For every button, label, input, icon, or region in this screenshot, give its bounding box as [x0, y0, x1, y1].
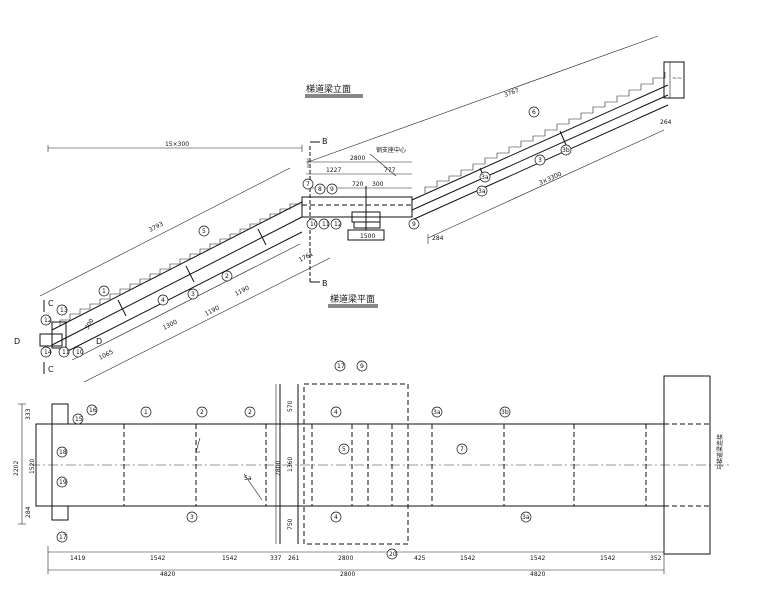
svg-text:425: 425: [414, 555, 426, 562]
svg-text:与梯道梁连接: 与梯道梁连接: [716, 434, 724, 470]
svg-text:C: C: [48, 299, 54, 308]
svg-text:720: 720: [352, 181, 364, 188]
svg-text:4: 4: [334, 409, 338, 416]
svg-text:15: 15: [75, 416, 83, 423]
svg-text:4820: 4820: [160, 571, 175, 578]
svg-text:1065: 1065: [98, 349, 115, 362]
svg-text:1: 1: [102, 288, 106, 295]
svg-text:9: 9: [360, 363, 364, 370]
svg-text:352: 352: [650, 555, 662, 562]
svg-text:3b: 3b: [501, 409, 509, 416]
svg-text:1227: 1227: [326, 167, 341, 174]
svg-text:13: 13: [60, 307, 68, 314]
svg-text:5: 5: [202, 228, 206, 235]
elevation-title: 梯道梁立面: [306, 83, 351, 95]
svg-text:1360: 1360: [287, 457, 294, 472]
elevation-view: 梯道梁立面 ~~: [14, 35, 685, 383]
svg-text:1542: 1542: [150, 555, 165, 562]
svg-text:750: 750: [287, 518, 294, 530]
svg-text:2: 2: [225, 273, 229, 280]
svg-text:11: 11: [62, 349, 70, 356]
svg-text:264: 264: [660, 119, 672, 126]
svg-text:284: 284: [432, 235, 444, 242]
elevation-bubbles: 1 2 3 4 5 6 7 8 9 10 11 12 9 3 3b 3a 3a …: [40, 106, 572, 358]
svg-text:4820: 4820: [530, 571, 545, 578]
svg-text:18: 18: [59, 449, 67, 456]
svg-text:17: 17: [337, 363, 345, 370]
svg-text:3767: 3767: [503, 87, 520, 99]
svg-text:1542: 1542: [600, 555, 615, 562]
svg-text:17: 17: [59, 534, 67, 541]
svg-text:1300: 1300: [162, 319, 179, 332]
svg-text:16: 16: [89, 407, 97, 414]
svg-text:1190: 1190: [234, 285, 251, 298]
svg-text:B: B: [322, 279, 328, 288]
svg-text:1542: 1542: [222, 555, 237, 562]
svg-text:C: C: [48, 365, 54, 374]
svg-text:D: D: [96, 337, 102, 346]
svg-text:19: 19: [59, 479, 67, 486]
svg-text:1542: 1542: [460, 555, 475, 562]
svg-text:14: 14: [44, 349, 52, 356]
plan-title: 梯道梁平面: [330, 293, 375, 305]
svg-text:3×3300: 3×3300: [538, 171, 563, 187]
svg-text:1520: 1520: [29, 459, 36, 474]
svg-text:D: D: [14, 337, 20, 346]
svg-text:2800: 2800: [275, 461, 282, 476]
svg-text:10: 10: [310, 221, 318, 228]
svg-text:2: 2: [248, 409, 252, 416]
svg-text:1419: 1419: [70, 555, 85, 562]
svg-text:300: 300: [84, 317, 96, 331]
svg-text:5a: 5a: [244, 475, 252, 482]
svg-text:~~: ~~: [672, 75, 682, 82]
svg-text:300: 300: [372, 181, 384, 188]
svg-text:4: 4: [161, 297, 165, 304]
svg-text:5: 5: [342, 446, 346, 453]
svg-text:9: 9: [330, 186, 334, 193]
svg-text:B: B: [322, 137, 328, 146]
svg-text:6: 6: [532, 109, 536, 116]
svg-text:1761: 1761: [298, 251, 315, 264]
svg-text:15×300: 15×300: [165, 141, 189, 148]
svg-text:2202: 2202: [13, 461, 20, 476]
svg-text:3a: 3a: [433, 409, 441, 416]
svg-text:3b: 3b: [562, 147, 570, 154]
plan-bubbles: 16 15 18 19 17 1 2 2 3 4 5 4 17 9 20 3a …: [56, 360, 532, 560]
svg-text:12: 12: [334, 221, 342, 228]
svg-text:钢支座中心: 钢支座中心: [376, 146, 406, 154]
svg-text:2: 2: [200, 409, 204, 416]
svg-text:337: 337: [270, 555, 282, 562]
svg-text:1190: 1190: [204, 305, 221, 318]
svg-text:3a: 3a: [481, 174, 489, 181]
svg-text:9: 9: [412, 221, 416, 228]
svg-text:3a: 3a: [522, 514, 530, 521]
svg-text:2800: 2800: [340, 571, 355, 578]
svg-text:284: 284: [25, 506, 32, 518]
svg-text:261: 261: [288, 555, 300, 562]
svg-text:7: 7: [306, 181, 310, 188]
svg-text:12: 12: [44, 317, 52, 324]
svg-text:3a: 3a: [478, 188, 486, 195]
svg-text:8: 8: [318, 186, 322, 193]
svg-text:3: 3: [538, 157, 542, 164]
svg-text:2800: 2800: [338, 555, 353, 562]
svg-text:10: 10: [76, 349, 84, 356]
svg-text:11: 11: [322, 221, 330, 228]
plan-view: 与梯道梁连接 1419 1542 1542 337 261 2800 425 1…: [13, 360, 730, 578]
svg-text:1500: 1500: [360, 233, 375, 240]
svg-text:1: 1: [144, 409, 148, 416]
svg-text:333: 333: [25, 408, 32, 420]
svg-text:3793: 3793: [148, 221, 165, 234]
svg-text:20: 20: [389, 551, 397, 558]
svg-text:570: 570: [287, 400, 294, 412]
svg-text:1542: 1542: [530, 555, 545, 562]
svg-text:4: 4: [334, 514, 338, 521]
svg-text:7: 7: [460, 446, 464, 453]
svg-text:3: 3: [190, 514, 194, 521]
svg-text:3: 3: [191, 291, 195, 298]
svg-text:2800: 2800: [350, 155, 365, 162]
